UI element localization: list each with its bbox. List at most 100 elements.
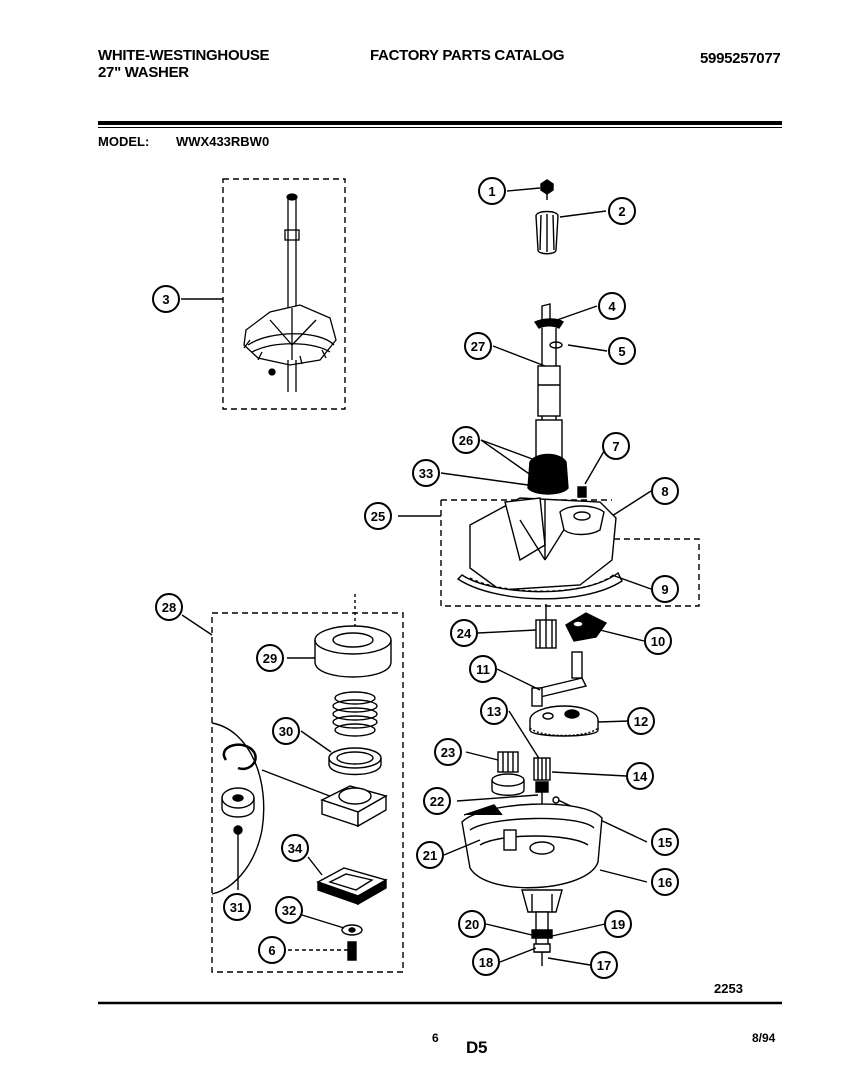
callout-24: 24 <box>450 619 478 647</box>
callout-label: 9 <box>661 582 668 597</box>
retaining-ring-icon <box>221 743 257 835</box>
washer-ring-icon <box>328 747 382 776</box>
callout-label: 3 <box>162 292 169 307</box>
callout-label: 13 <box>487 704 501 719</box>
seal-kit-outline <box>211 612 404 973</box>
callout-label: 32 <box>282 903 296 918</box>
callout-label: 27 <box>471 339 485 354</box>
callout-label: 33 <box>419 466 433 481</box>
page-number: 6 <box>432 1031 439 1045</box>
callout-7: 7 <box>602 432 630 460</box>
callout-label: 20 <box>465 917 479 932</box>
callout-32: 32 <box>275 896 303 924</box>
pinion-gear-icon <box>535 604 557 649</box>
callout-10: 10 <box>644 627 672 655</box>
callout-label: 7 <box>612 439 619 454</box>
header-rule-thin <box>98 127 782 128</box>
model-number: WWX433RBW0 <box>176 134 270 149</box>
callout-23: 23 <box>434 738 462 766</box>
callout-2: 2 <box>608 197 636 225</box>
callout-19: 19 <box>604 910 632 938</box>
callout-label: 24 <box>457 626 472 641</box>
idler-gear-icon <box>491 751 525 796</box>
nut-cap-icon <box>535 179 559 255</box>
screw-washer-icon <box>341 924 363 961</box>
main-drive-gear-icon <box>529 705 599 737</box>
callout-label: 17 <box>597 958 611 973</box>
callout-label: 14 <box>633 769 648 784</box>
callout-16: 16 <box>651 868 679 896</box>
callout-25: 25 <box>364 502 392 530</box>
callout-label: 1 <box>488 184 495 199</box>
callout-26: 26 <box>452 426 480 454</box>
callout-label: 11 <box>476 662 490 677</box>
callout-12: 12 <box>627 707 655 735</box>
subassembly-3-outline <box>222 178 346 410</box>
figure-number: 2253 <box>714 981 743 996</box>
square-seal-icon <box>316 867 388 906</box>
transmission-assembly-icon <box>243 193 337 392</box>
callout-13: 13 <box>480 697 508 725</box>
model-label: MODEL: <box>98 134 150 149</box>
callout-label: 4 <box>608 299 616 314</box>
callout-label: 16 <box>658 875 672 890</box>
spring-icon <box>332 691 378 737</box>
callout-34: 34 <box>281 834 309 862</box>
section-code: D5 <box>466 1038 488 1057</box>
catalog-number: 5995257077 <box>700 50 781 67</box>
agitator-shaft-icon <box>527 303 569 495</box>
revision-date: 8/94 <box>752 1031 776 1045</box>
callout-label: 28 <box>162 600 176 615</box>
header-rule-thick <box>98 121 782 125</box>
crank-arm-icon <box>530 651 588 707</box>
catalog-title: FACTORY PARTS CATALOG <box>370 47 565 64</box>
callout-label: 34 <box>288 841 303 856</box>
gear-case-icon <box>461 803 603 913</box>
shift-fork-icon <box>565 612 608 642</box>
callout-29: 29 <box>256 644 284 672</box>
lower-shaft-icon <box>531 911 553 966</box>
callout-20: 20 <box>458 910 486 938</box>
callout-1: 1 <box>478 177 506 205</box>
callout-label: 26 <box>459 433 473 448</box>
brand-title: WHITE-WESTINGHOUSE <box>98 47 270 64</box>
callout-label: 2 <box>618 204 625 219</box>
callout-3: 3 <box>152 285 180 313</box>
callout-9: 9 <box>651 575 679 603</box>
callout-22: 22 <box>423 787 451 815</box>
callout-label: 18 <box>479 955 493 970</box>
callout-label: 22 <box>430 794 444 809</box>
callout-21: 21 <box>416 841 444 869</box>
product-title: 27" WASHER <box>98 64 189 81</box>
callout-17: 17 <box>590 951 618 979</box>
gear-housing-icon <box>456 497 623 600</box>
callout-label: 19 <box>611 917 625 932</box>
callout-8: 8 <box>651 477 679 505</box>
callout-18: 18 <box>472 948 500 976</box>
callout-label: 29 <box>263 651 277 666</box>
callout-label: 5 <box>618 344 625 359</box>
callout-33: 33 <box>412 459 440 487</box>
callout-label: 15 <box>658 835 672 850</box>
callout-4: 4 <box>598 292 626 320</box>
callout-label: 8 <box>661 484 668 499</box>
callout-label: 6 <box>268 943 275 958</box>
callout-label: 25 <box>371 509 385 524</box>
callout-label: 12 <box>634 714 648 729</box>
callout-5: 5 <box>608 337 636 365</box>
bearing-block-icon <box>320 785 388 828</box>
inset-arc <box>211 722 265 895</box>
callout-label: 10 <box>651 634 665 649</box>
callout-11: 11 <box>469 655 497 683</box>
callout-6: 6 <box>258 936 286 964</box>
callout-14: 14 <box>626 762 654 790</box>
seal-ring-icon <box>314 625 392 678</box>
callout-label: 30 <box>279 724 293 739</box>
callout-27: 27 <box>464 332 492 360</box>
callout-28: 28 <box>155 593 183 621</box>
callout-31: 31 <box>223 893 251 921</box>
callout-label: 21 <box>423 848 437 863</box>
callout-label: 31 <box>230 900 244 915</box>
